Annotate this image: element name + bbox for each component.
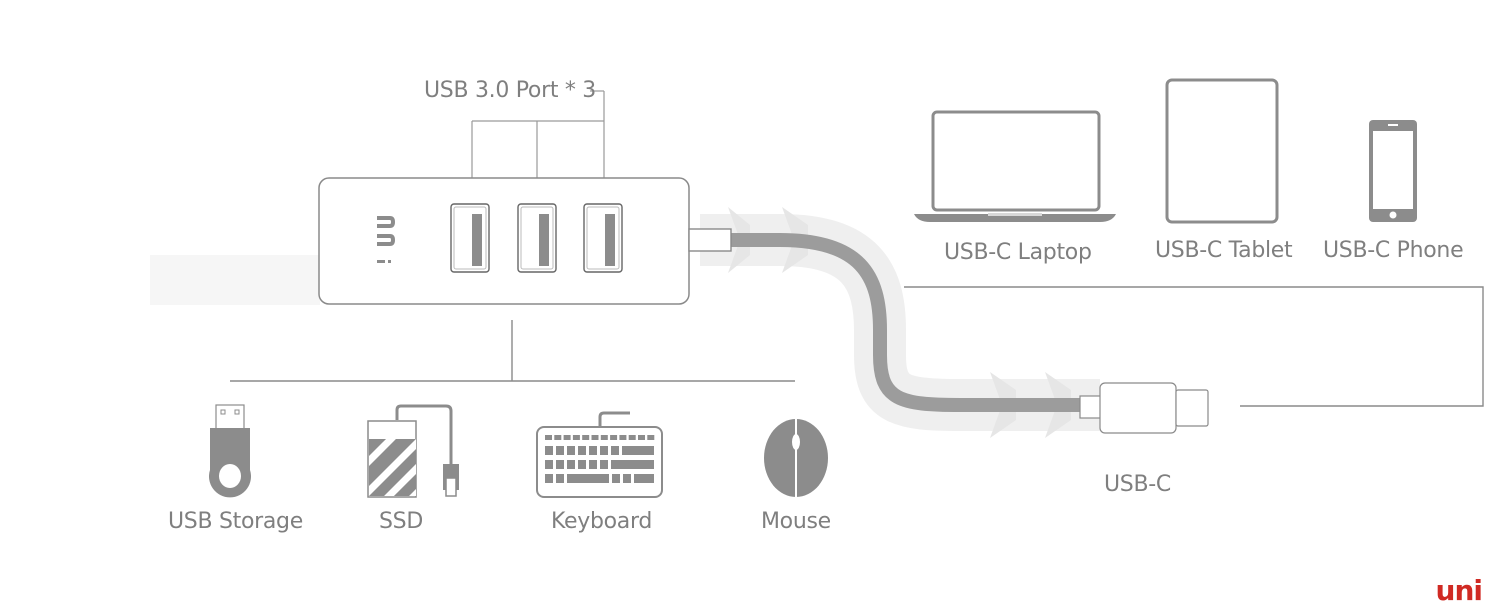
host-label-laptop: USB-C Laptop: [944, 240, 1092, 265]
keyboard-key: [611, 446, 619, 455]
laptop-icon: [914, 110, 1116, 222]
host-label-phone: USB-C Phone: [1323, 238, 1464, 263]
hub-cable-plug: [688, 228, 732, 252]
peripheral-label-usb-storage: USB Storage: [168, 509, 303, 534]
usb-port-2: [517, 203, 557, 273]
keyboard-key: [556, 474, 564, 483]
peripheral-label-keyboard: Keyboard: [551, 509, 653, 534]
keyboard-key: [554, 435, 562, 440]
tablet-icon: [1165, 78, 1279, 224]
usb-port-1: [450, 203, 490, 273]
keyboard-key: [572, 435, 580, 440]
keyboard-key: [634, 474, 654, 483]
keyboard-key: [600, 460, 608, 469]
keyboard-key: [567, 446, 575, 455]
keyboard-key: [600, 446, 608, 455]
flow-arrow: [728, 207, 750, 273]
keyboard-key: [582, 435, 590, 440]
hub-brand-mark-icon: [377, 216, 396, 263]
keyboard-key: [545, 435, 552, 440]
keyboard-key: [600, 435, 608, 440]
keyboard-key: [610, 435, 618, 440]
keyboard-key: [545, 474, 553, 483]
keyboard-key: [619, 435, 627, 440]
mouse-icon: [764, 419, 828, 497]
keyboard-key: [591, 435, 599, 440]
host-label-tablet: USB-C Tablet: [1155, 238, 1293, 263]
keyboard-key: [612, 474, 620, 483]
connector-label: USB-C: [1104, 472, 1171, 497]
usb-port-3: [583, 203, 623, 273]
usb-ports-label: USB 3.0 Port * 3: [424, 78, 596, 103]
usb-c-plug-icon: [1079, 382, 1209, 434]
hub-shadow: [150, 255, 320, 305]
ssd-icon: [367, 404, 459, 498]
keyboard-icon: [536, 411, 663, 498]
usb-hub-body: [318, 177, 690, 305]
keyboard-key: [545, 446, 553, 455]
keyboard-key: [563, 435, 571, 440]
keyboard-key: [638, 435, 645, 440]
peripheral-label-mouse: Mouse: [761, 509, 831, 534]
peripheral-label-ssd: SSD: [379, 509, 423, 534]
keyboard-key: [545, 460, 553, 469]
usb-c-cable: [730, 233, 1082, 412]
keyboard-key: [567, 460, 575, 469]
keyboard-key: [578, 446, 586, 455]
keyboard-key: [578, 460, 586, 469]
keyboard-key: [647, 435, 655, 440]
keyboard-key: [589, 460, 597, 469]
keyboard-key: [628, 435, 636, 440]
keyboard-key: [622, 446, 654, 455]
brand-logo: uni: [1435, 574, 1483, 607]
keyboard-key: [611, 460, 654, 469]
keyboard-key: [556, 460, 564, 469]
phone-icon: [1369, 120, 1417, 222]
keyboard-key: [567, 474, 609, 483]
keyboard-key: [589, 446, 597, 455]
usb-drive-icon: [209, 404, 251, 498]
host-bracket-lines: [904, 286, 1484, 407]
keyboard-key: [556, 446, 564, 455]
keyboard-key: [623, 474, 631, 483]
peripheral-tree-lines: [230, 320, 795, 382]
